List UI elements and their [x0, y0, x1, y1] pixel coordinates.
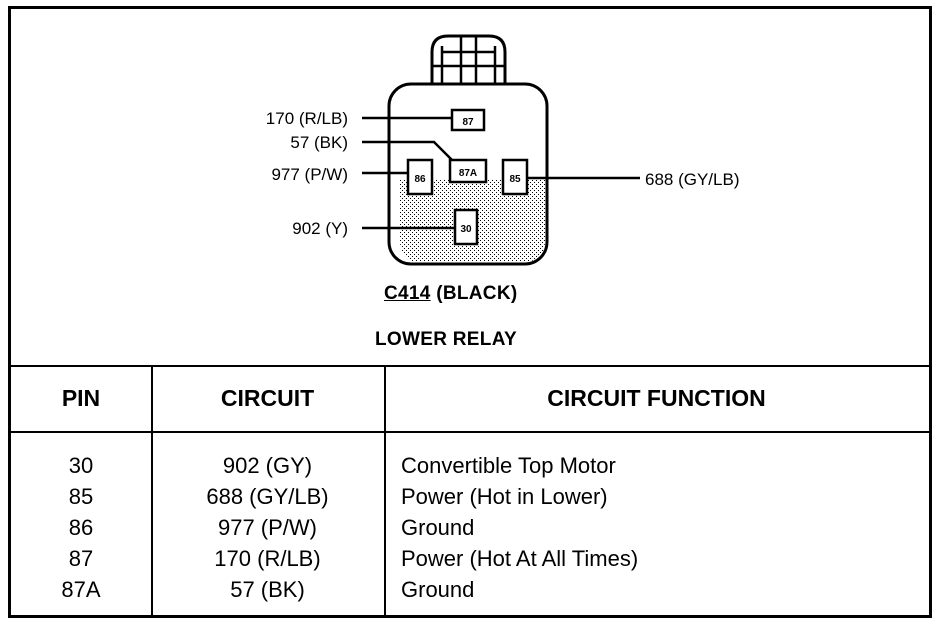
table-cell-pin: 30: [68, 453, 94, 478]
table-cell-circuit: 902 (GY): [222, 453, 313, 478]
wire-label-688: 688 (GY/LB): [645, 170, 740, 189]
table-cell-pin: 87A: [61, 577, 101, 602]
table-cell-function: Power (Hot At All Times): [401, 546, 639, 571]
circuit-column: 902 (GY) 688 (GY/LB) 977 (P/W) 170 (R/LB…: [151, 450, 384, 605]
pin-86-terminal: 86: [406, 158, 434, 196]
wire-leaders: [362, 116, 640, 230]
table-cell-pin: 87: [68, 546, 94, 571]
pin-87-label: 87: [462, 117, 474, 128]
wire-label-57: 57 (BK): [290, 133, 348, 152]
table-divider-2: [384, 365, 386, 615]
table-top-rule: [11, 365, 929, 367]
table-divider-1: [151, 365, 153, 615]
pin-85-terminal: 85: [501, 158, 529, 196]
pin-85-label: 85: [509, 174, 521, 185]
connector-latch: [430, 34, 507, 84]
connector-color: (BLACK): [436, 283, 518, 304]
table-cell-circuit: 688 (GY/LB): [206, 484, 329, 509]
connector-id: C414: [384, 283, 431, 304]
diagram-frame: [8, 6, 932, 618]
table-cell-function: Ground: [401, 577, 475, 602]
table-cell-circuit: 170 (R/LB): [214, 546, 321, 571]
pin-87-terminal: 87: [450, 108, 486, 132]
connector-svg: 87 87A 86 85 30 170 (R/LB) 57 (BK) 977 (…: [266, 34, 740, 266]
pin-30-terminal: 30: [453, 208, 479, 246]
table-cell-function: Convertible Top Motor: [401, 453, 616, 478]
pin-86-label: 86: [414, 174, 426, 185]
wire-label-902: 902 (Y): [292, 219, 348, 238]
table-cell-function: Ground: [401, 515, 475, 540]
pin-87a-terminal: 87A: [448, 158, 488, 184]
header-function: CIRCUIT FUNCTION: [547, 385, 766, 411]
pin-87a-label: 87A: [459, 168, 477, 179]
header-circuit: CIRCUIT: [220, 385, 315, 411]
table-cell-pin: 86: [68, 515, 94, 540]
relay-name: LOWER RELAY: [375, 329, 517, 350]
table-cell-function: Power (Hot in Lower): [401, 484, 608, 509]
table-cell-pin: 85: [68, 484, 94, 509]
table-cell-circuit: 57 (BK): [230, 577, 305, 602]
pin-30-label: 30: [460, 224, 472, 235]
pin-table: PIN CIRCUIT CIRCUIT FUNCTION 30 85 86 87…: [11, 365, 929, 615]
wire-label-977: 977 (P/W): [271, 165, 348, 184]
function-column: Convertible Top Motor Power (Hot in Lowe…: [401, 450, 921, 605]
table-cell-circuit: 977 (P/W): [217, 515, 318, 540]
header-pin: PIN: [61, 385, 101, 411]
table-header-rule: [11, 431, 929, 433]
wire-label-170: 170 (R/LB): [266, 109, 348, 128]
connector-title: C414 (BLACK): [384, 283, 517, 305]
connector-diagram: 87 87A 86 85 30 170 (R/LB) 57 (BK) 977 (…: [266, 34, 740, 350]
pin-column: 30 85 86 87 87A: [11, 450, 151, 605]
